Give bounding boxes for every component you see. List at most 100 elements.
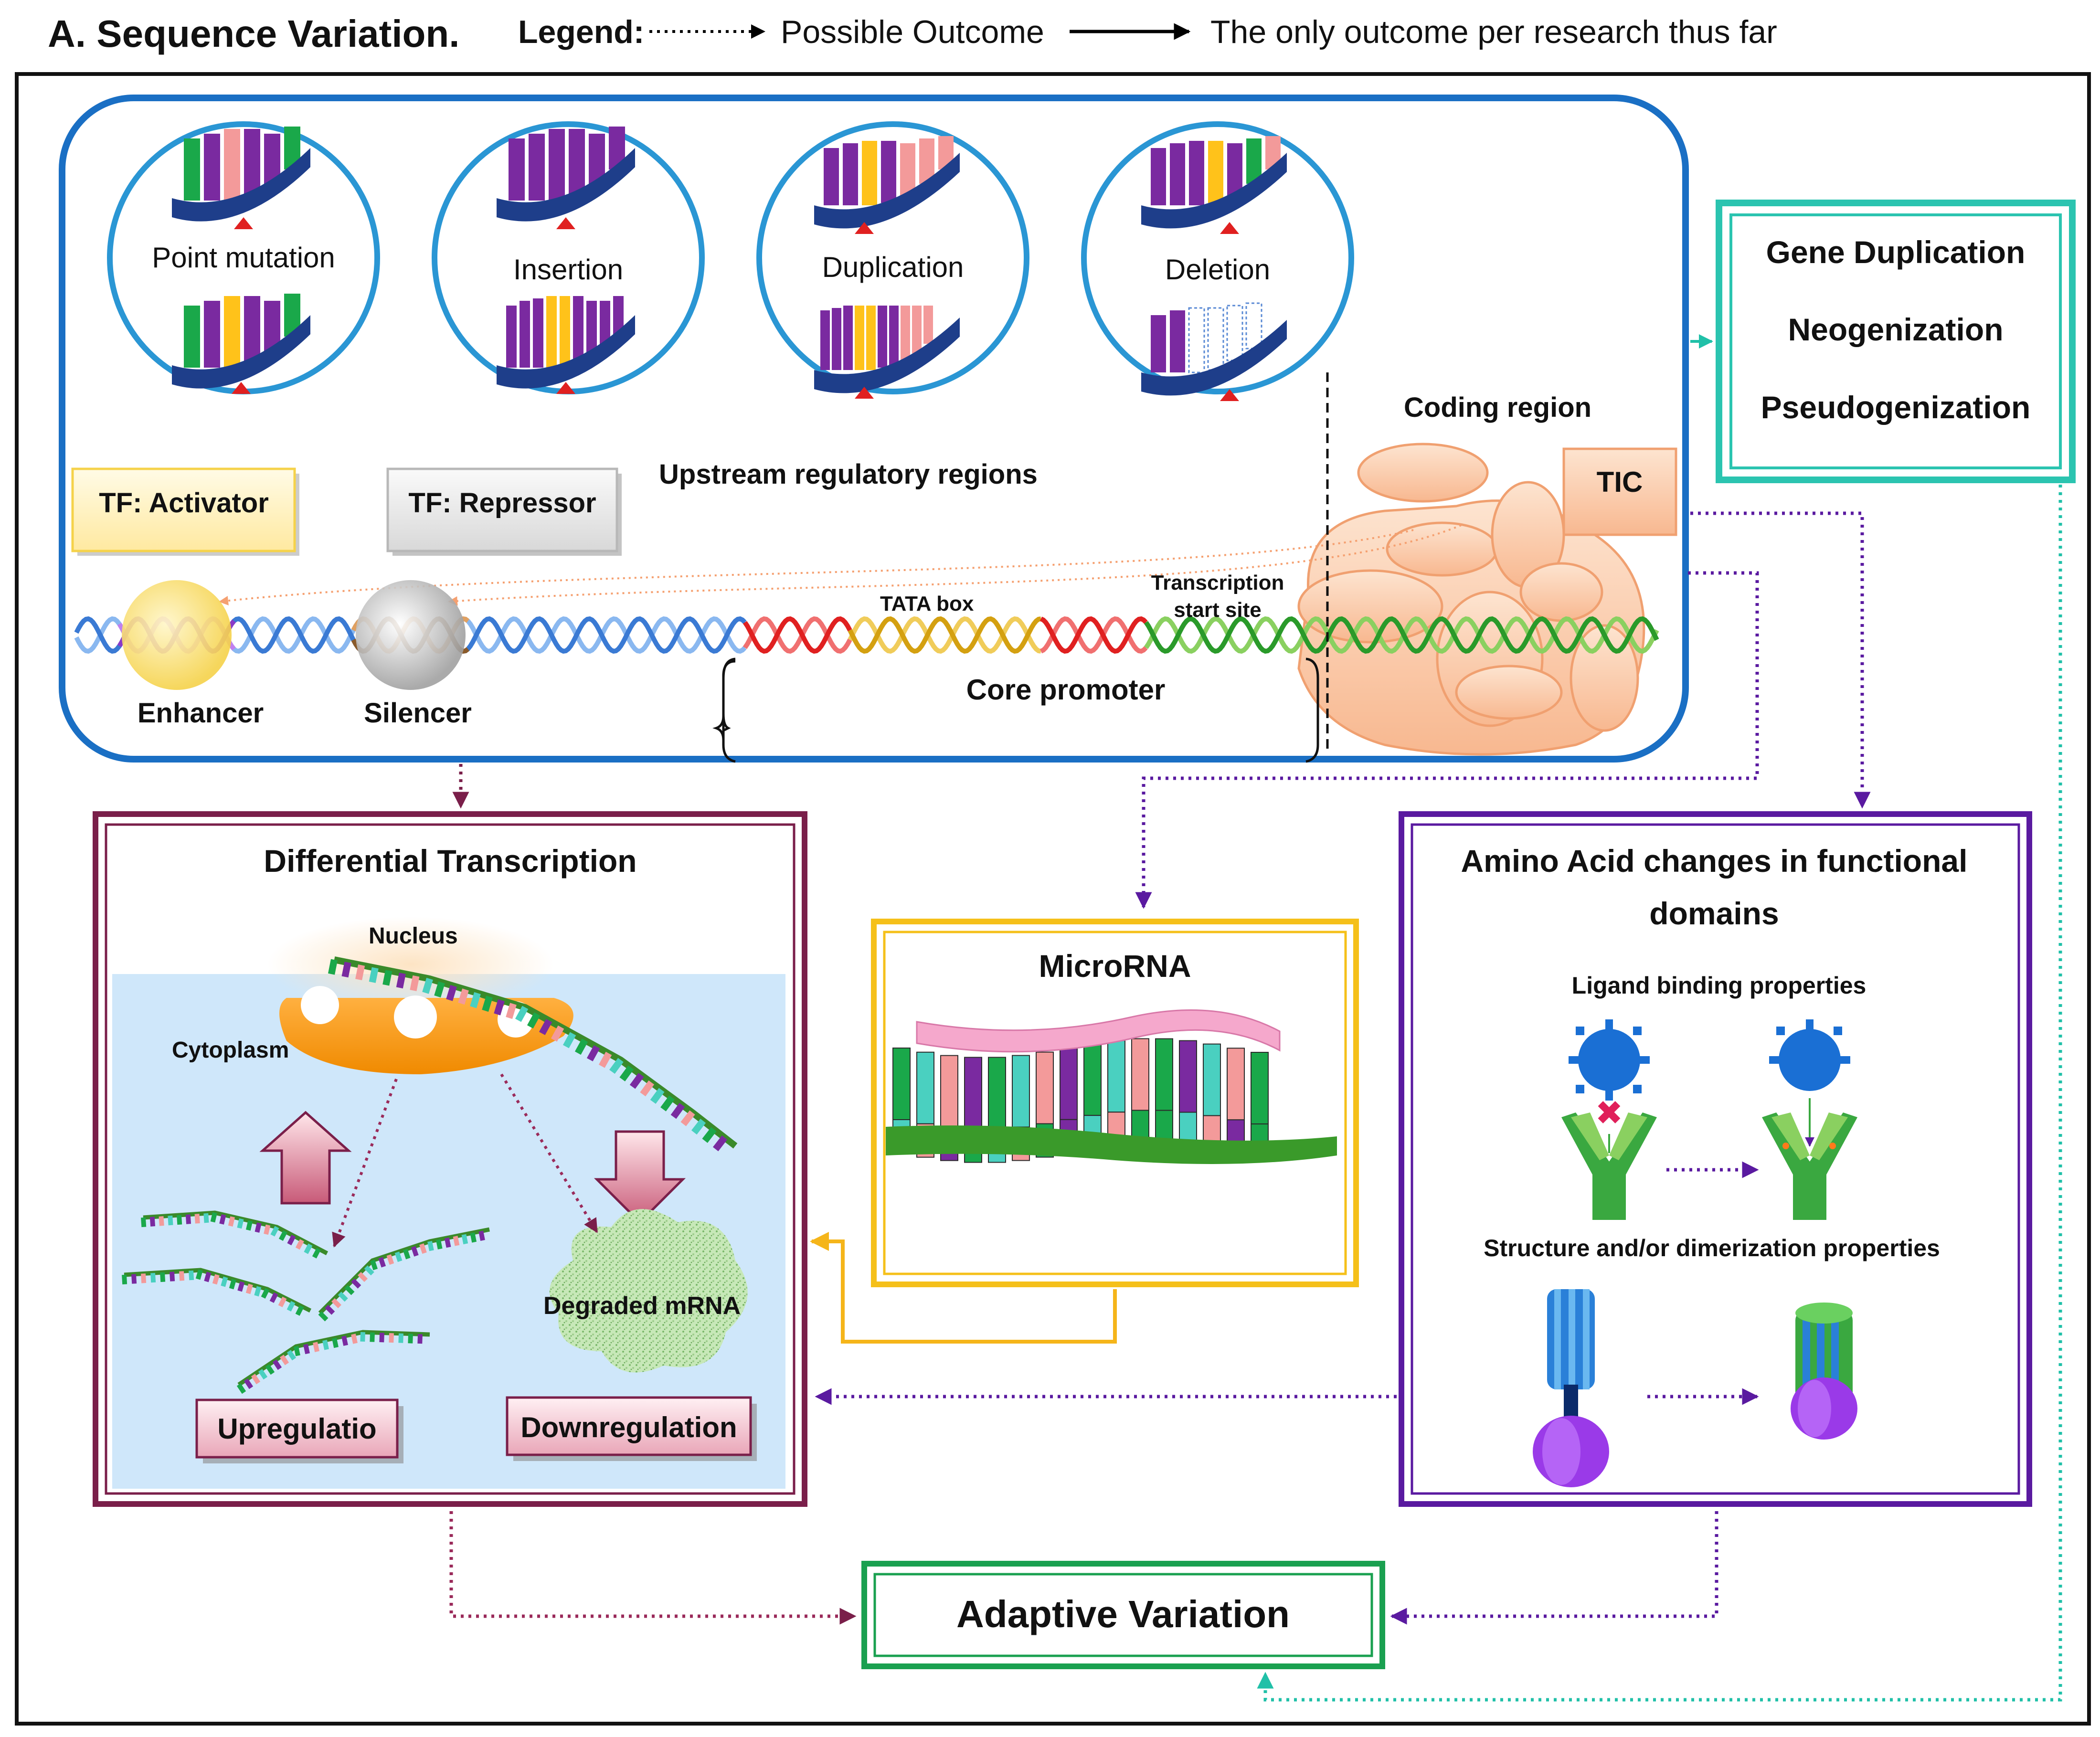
mrna-base bbox=[394, 1251, 403, 1262]
mrna-base bbox=[141, 1273, 147, 1283]
mrna-base bbox=[269, 1292, 278, 1303]
regulatory-region-box bbox=[59, 95, 1689, 763]
microrna-base-top bbox=[1203, 1043, 1221, 1116]
mrna-base bbox=[444, 1237, 451, 1248]
mrna-base bbox=[378, 1257, 386, 1268]
gene-box-to-adaptive-arrow bbox=[1257, 485, 2062, 1702]
mrna-base bbox=[295, 1239, 304, 1250]
mrna-base bbox=[640, 1080, 655, 1097]
ligand-sphere-left bbox=[1569, 1019, 1650, 1101]
mrna-base bbox=[185, 1214, 191, 1224]
mrna-base bbox=[332, 1337, 339, 1348]
dna-illustration-insertion-top bbox=[497, 127, 635, 229]
transcription-to-adaptive-arrow bbox=[449, 1511, 857, 1625]
mrna-base bbox=[229, 1279, 236, 1290]
receptor-right bbox=[1762, 1098, 1857, 1220]
microrna-to-transcription-arrow bbox=[810, 1232, 1117, 1344]
mrna-base bbox=[364, 1265, 374, 1276]
mrna-base bbox=[195, 1269, 203, 1280]
receptor-left: ✖ bbox=[1561, 1093, 1657, 1220]
mrna-base bbox=[295, 1305, 304, 1316]
amino-acid-box bbox=[1399, 811, 2032, 1507]
dna-illustration-duplication-bottom bbox=[814, 306, 960, 399]
mrna-base bbox=[619, 1065, 634, 1081]
mrna-base bbox=[609, 1058, 624, 1074]
ribosome-to-degraded-arrow bbox=[500, 1073, 598, 1233]
mrna-base bbox=[461, 1234, 468, 1245]
mrna-base bbox=[539, 1019, 552, 1035]
mrna-base bbox=[551, 1025, 564, 1042]
tic-box bbox=[1562, 447, 1677, 536]
mrna-base bbox=[355, 964, 365, 981]
tf-activator-box bbox=[71, 467, 299, 556]
mrna-base bbox=[351, 1334, 358, 1344]
microrna-base-top bbox=[1227, 1048, 1245, 1121]
mrna-base bbox=[458, 988, 469, 1005]
microrna-strand bbox=[916, 1009, 1281, 1053]
microrna-base-top bbox=[1036, 1051, 1054, 1124]
upregulation-label-box bbox=[195, 1398, 403, 1463]
adaptive-variation-box bbox=[861, 1561, 1385, 1669]
mrna-base bbox=[562, 1032, 576, 1049]
nucleus-glow bbox=[267, 917, 554, 1012]
mrna-base bbox=[286, 1350, 297, 1361]
degraded-mrna-cloud bbox=[549, 1209, 748, 1373]
microrna-base-top bbox=[1107, 1040, 1125, 1113]
microrna-base-top bbox=[988, 1057, 1006, 1130]
dna-illustration-deletion-top bbox=[1141, 136, 1287, 234]
mrna-base bbox=[506, 1003, 517, 1019]
microrna-target-mrna bbox=[886, 1125, 1337, 1164]
mrna-base bbox=[702, 1127, 717, 1143]
mrna-base bbox=[410, 975, 420, 991]
mrna-base bbox=[586, 1045, 600, 1061]
mrna-base bbox=[245, 1283, 253, 1294]
mrna-base bbox=[411, 1246, 419, 1257]
microrna-base-top bbox=[1251, 1052, 1269, 1125]
ribosome-hole-2 bbox=[394, 996, 437, 1038]
mrna-base bbox=[160, 1272, 166, 1282]
dna-strand-back bbox=[1144, 616, 1659, 654]
mrna-base bbox=[179, 1271, 185, 1281]
microrna-base-top bbox=[916, 1051, 934, 1124]
mrna-base bbox=[194, 1214, 200, 1224]
mrna-base bbox=[303, 1344, 310, 1355]
mrna-base bbox=[278, 1296, 287, 1307]
dna-strand-back bbox=[848, 616, 1041, 654]
mrna-base bbox=[574, 1038, 588, 1055]
mrna-base bbox=[478, 1230, 485, 1241]
mrna-base bbox=[408, 1334, 413, 1344]
mrna-base bbox=[427, 1241, 434, 1251]
mrna-base bbox=[254, 1286, 262, 1297]
mrna-base bbox=[341, 962, 351, 978]
mrna-base bbox=[629, 1073, 644, 1089]
mrna-base bbox=[325, 1304, 335, 1315]
mrna-base bbox=[265, 1364, 275, 1375]
mrna-base bbox=[386, 1254, 394, 1265]
gene-duplication-box bbox=[1716, 200, 2076, 483]
microrna-base-top bbox=[892, 1048, 911, 1120]
downregulation-label-box bbox=[506, 1396, 757, 1461]
microrna-base-top bbox=[1131, 1038, 1149, 1111]
mrna-base bbox=[598, 1051, 612, 1068]
mrna-base bbox=[261, 1288, 270, 1299]
mrna-base bbox=[149, 1217, 156, 1227]
mrna-base bbox=[360, 1332, 365, 1342]
dna-strand-front bbox=[848, 616, 1041, 654]
mrna-base bbox=[251, 1374, 261, 1385]
mrna-base bbox=[270, 1226, 279, 1237]
mrna-base bbox=[177, 1215, 182, 1225]
mrna-base bbox=[237, 1218, 244, 1229]
mrna-base bbox=[286, 1301, 296, 1312]
mrna-base bbox=[141, 1217, 147, 1228]
dna-illustration-deletion-bottom bbox=[1141, 302, 1287, 401]
ribosome-hole-1 bbox=[301, 986, 339, 1024]
mrna-base bbox=[680, 1110, 695, 1126]
tic-to-microrna-arrow bbox=[1135, 571, 1759, 909]
microrna-base-top bbox=[940, 1055, 958, 1128]
amino-to-adaptive-arrow bbox=[1390, 1511, 1718, 1625]
mrna-base bbox=[318, 1311, 329, 1322]
mrna-base bbox=[322, 1340, 329, 1350]
mrna-base bbox=[228, 1216, 235, 1227]
mrna-base bbox=[245, 1220, 253, 1231]
